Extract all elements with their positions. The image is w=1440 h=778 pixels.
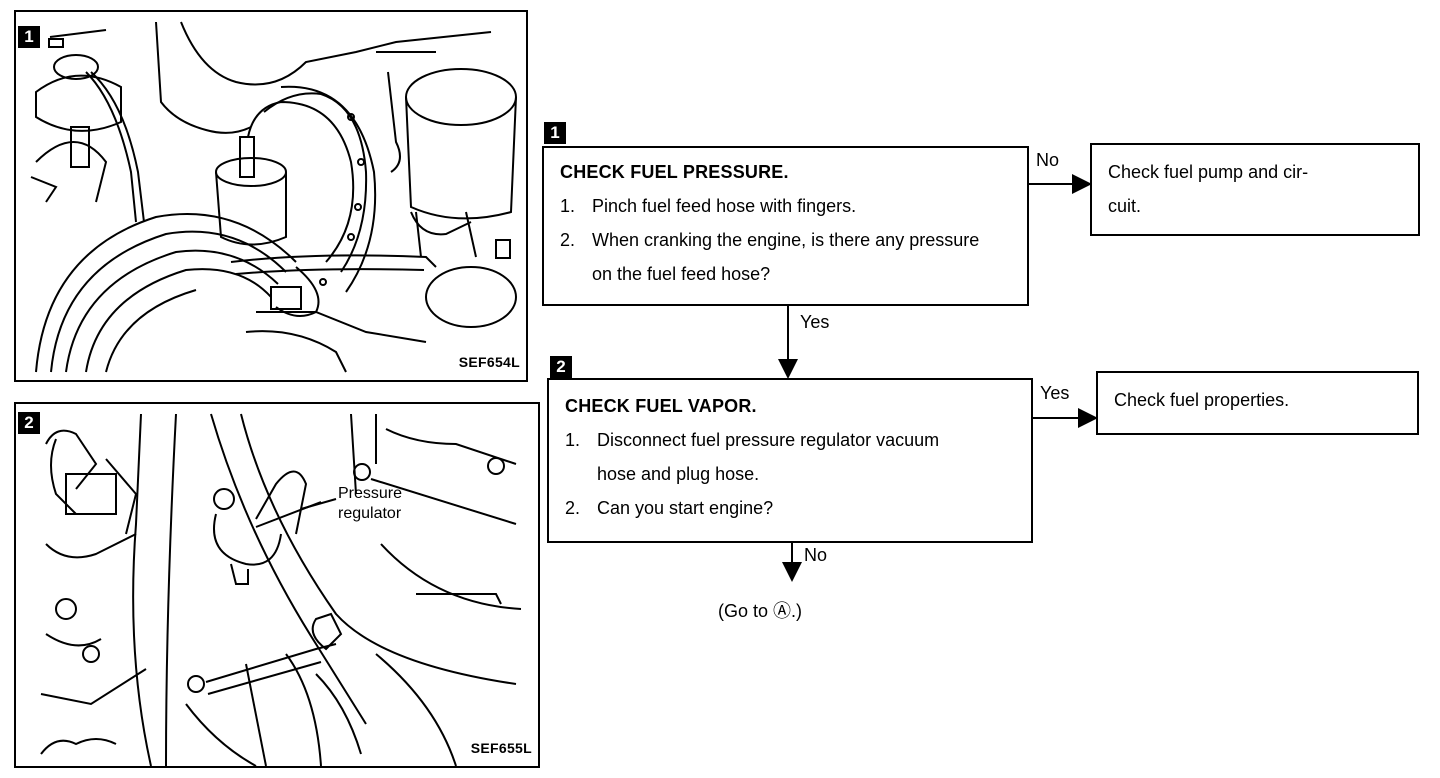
- figure-step-badge: 1: [18, 26, 40, 48]
- callout-line-1: Pressure: [338, 485, 403, 502]
- step-2-check-fuel-vapor: CHECK FUEL VAPOR. 1.Disconnect fuel pres…: [547, 378, 1033, 543]
- step-2-yes-result: Check fuel properties.: [1114, 390, 1290, 410]
- step-1-no-result-box: Check fuel pump and cir- cuit.: [1090, 143, 1420, 236]
- go-to-a-link[interactable]: (Go to Ⓐ.): [718, 601, 803, 621]
- step-1-no-result-line-1: Check fuel pump and cir-: [1108, 162, 1309, 182]
- step-2-instructions: 1.Disconnect fuel pressure regulator vac…: [565, 423, 1017, 525]
- pressure-regulator-callout: Pressure regulator: [338, 484, 402, 524]
- step-1-check-fuel-pressure: CHECK FUEL PRESSURE. 1.Pinch fuel feed h…: [542, 146, 1029, 306]
- callout-line-2: regulator: [338, 505, 402, 522]
- instruction-item: 1.Pinch fuel feed hose with fingers.: [560, 196, 857, 216]
- figure-1-fuel-feed-hose: 1: [14, 10, 528, 382]
- step-2-yes-label: Yes: [1040, 383, 1070, 403]
- step-1-yes-label: Yes: [800, 312, 830, 332]
- step-1-no-result-line-2: cuit.: [1108, 196, 1142, 216]
- step-2-yes-result-box: Check fuel properties.: [1096, 371, 1419, 435]
- figure-code-label: SEF655L: [470, 740, 532, 756]
- step-1-badge: 1: [544, 122, 566, 144]
- step-2-no-label: No: [804, 545, 828, 565]
- instruction-item: 2.Can you start engine?: [565, 498, 774, 518]
- step-2-badge: 2: [550, 356, 572, 378]
- instruction-item: 1.Disconnect fuel pressure regulator vac…: [565, 430, 940, 484]
- step-1-no-label: No: [1036, 150, 1060, 170]
- engine-illustration-2: [40, 413, 522, 766]
- figure-step-badge: 2: [18, 412, 40, 434]
- step-2-title: CHECK FUEL VAPOR.: [565, 396, 757, 416]
- step-1-title: CHECK FUEL PRESSURE.: [560, 162, 789, 182]
- step-1-instructions: 1.Pinch fuel feed hose with fingers. 2.W…: [560, 189, 1013, 291]
- instruction-item: 2.When cranking the engine, is there any…: [560, 230, 980, 284]
- figure-2-pressure-regulator: 2: [14, 402, 540, 768]
- engine-illustration-1: [30, 21, 517, 373]
- figure-code-label: SEF654L: [458, 354, 520, 370]
